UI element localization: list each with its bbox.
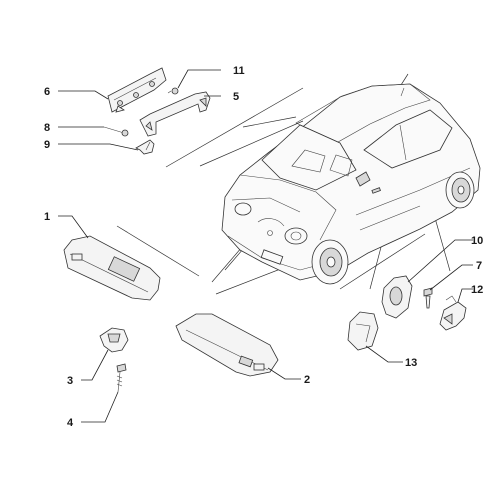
sun-visor-right-part bbox=[175, 313, 279, 377]
callout-1: 1 bbox=[44, 211, 50, 223]
callout-10: 10 bbox=[471, 235, 483, 247]
push-clip-part bbox=[423, 287, 433, 309]
mounting-bracket-part bbox=[107, 67, 167, 113]
callout-6: 6 bbox=[44, 86, 50, 98]
cover-13-part bbox=[347, 311, 379, 351]
callout-2: 2 bbox=[304, 374, 310, 386]
callout-13: 13 bbox=[405, 357, 417, 369]
callout-5: 5 bbox=[233, 91, 239, 103]
callout-12: 12 bbox=[471, 284, 483, 296]
leader-lines bbox=[58, 69, 473, 423]
bracket-12-part bbox=[439, 295, 467, 331]
screw-8-part bbox=[103, 126, 129, 137]
callout-4: 4 bbox=[67, 417, 74, 429]
callout-9: 9 bbox=[44, 139, 50, 151]
screw-11-part bbox=[167, 87, 179, 95]
callout-7: 7 bbox=[476, 260, 482, 272]
grab-handle-part bbox=[139, 91, 211, 137]
screw-4-part bbox=[116, 363, 127, 393]
callout-8: 8 bbox=[44, 122, 50, 134]
fiat-500-car-outline bbox=[221, 83, 481, 285]
callout-11: 11 bbox=[233, 65, 245, 77]
coat-hook-part bbox=[135, 139, 155, 155]
interior-lamp-part bbox=[381, 275, 413, 319]
visor-clip-part bbox=[99, 327, 129, 353]
sun-visor-left-part bbox=[63, 235, 161, 301]
callout-3: 3 bbox=[67, 375, 73, 387]
